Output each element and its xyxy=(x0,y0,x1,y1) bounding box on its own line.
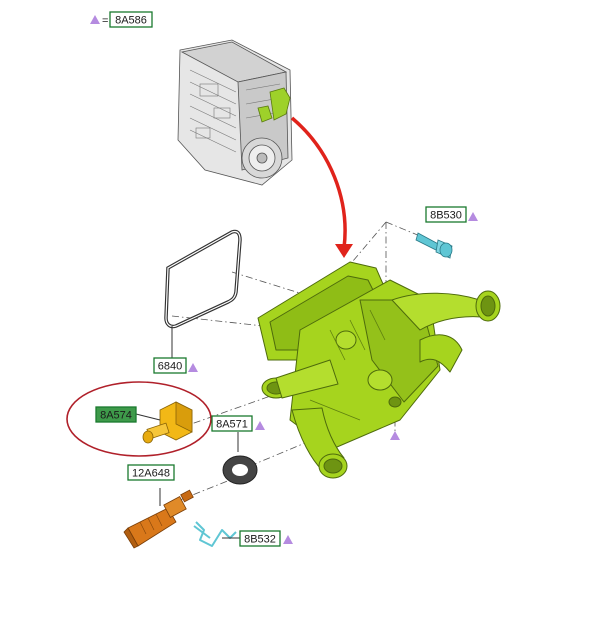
engine-block xyxy=(177,39,293,186)
triangle-marker-icon xyxy=(90,15,100,24)
callout-bolt-label: 8B530 xyxy=(430,210,462,222)
triangle-marker-icon xyxy=(255,421,265,430)
thermostat-housing xyxy=(257,261,501,479)
highlight-ellipse xyxy=(66,381,212,457)
header-code: 8A586 xyxy=(115,15,147,27)
callout-seal-washer-label: 8A571 xyxy=(216,419,248,431)
callout-retaining-clip: 8B532 xyxy=(239,530,293,547)
header-equals: = xyxy=(102,15,108,27)
seal-washer-part xyxy=(222,432,258,485)
callout-retaining-clip-label: 8B532 xyxy=(244,534,276,546)
triangle-marker-icon xyxy=(390,431,400,440)
callout-seal-washer-box xyxy=(211,415,253,432)
header-callout: = 8A586 xyxy=(90,11,153,28)
temp-sensor-part xyxy=(123,488,194,549)
retaining-clip-part xyxy=(193,521,237,547)
callout-gasket: 6840 xyxy=(153,357,198,374)
callout-seal-washer: 8A571 xyxy=(211,415,265,432)
triangle-marker-icon xyxy=(188,363,198,372)
header-code-box xyxy=(109,11,153,28)
adapter-part xyxy=(142,401,193,444)
callout-gasket-box xyxy=(153,357,187,374)
callout-adapter: 8A574 xyxy=(95,406,137,423)
callout-adapter-label: 8A574 xyxy=(100,410,132,422)
housing-marker xyxy=(390,431,400,440)
callout-bolt-box xyxy=(425,206,467,223)
triangle-marker-icon xyxy=(468,212,478,221)
callout-temp-sensor: 12A648 xyxy=(127,464,175,481)
callout-temp-sensor-box xyxy=(127,464,175,481)
location-arrow xyxy=(290,116,353,258)
gasket-part xyxy=(164,229,242,358)
bolt-part xyxy=(415,232,453,259)
callout-temp-sensor-label: 12A648 xyxy=(132,468,170,480)
callout-gasket-label: 6840 xyxy=(158,361,182,373)
triangle-marker-icon xyxy=(283,535,293,544)
callout-adapter-box xyxy=(95,406,137,423)
adapter-leader xyxy=(135,413,161,421)
callout-bolt: 8B530 xyxy=(425,206,478,223)
callout-retaining-clip-box xyxy=(239,530,281,547)
